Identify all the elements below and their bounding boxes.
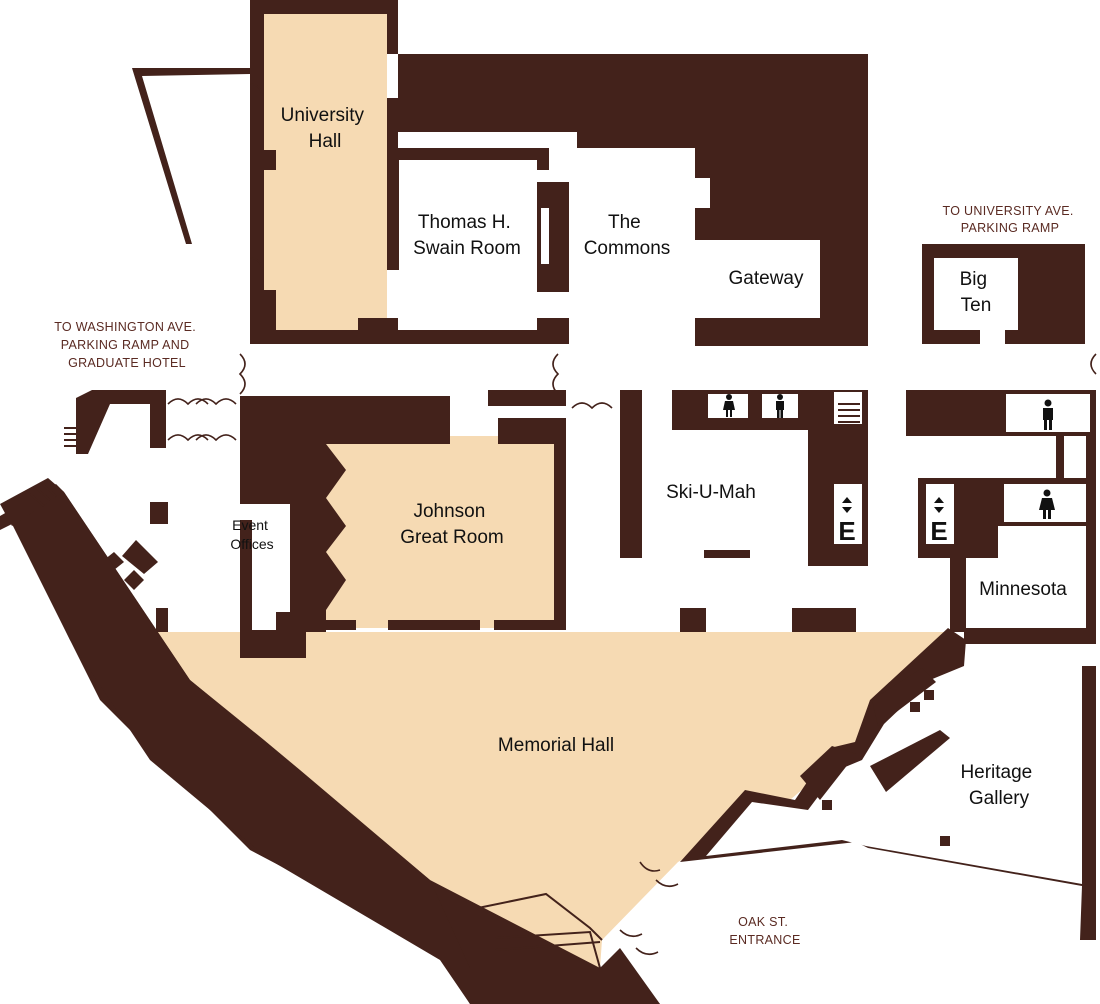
elevator-label: E — [930, 516, 947, 546]
big-ten-walls — [922, 244, 1085, 344]
johnson-great-room-label: Johnson Great Room — [400, 501, 503, 548]
west-pathway-lines — [132, 68, 250, 244]
doors — [167, 83, 1097, 956]
mens-restroom-icon-east — [1043, 399, 1053, 430]
washington-ave-direction-label: TO WASHINGTON AVE. PARKING RAMP AND GRAD… — [54, 320, 200, 370]
elevator-label: E — [838, 516, 855, 546]
memorial-hall-room[interactable] — [152, 632, 948, 968]
ski-u-mah-label: Ski-U-Mah — [666, 482, 756, 503]
ski-u-mah-walls — [620, 390, 868, 632]
gateway-label: Gateway — [729, 268, 804, 289]
stairs-icon-southwest — [29, 483, 57, 507]
event-offices-label: Event Offices — [230, 517, 273, 552]
oak-st-entrance-label: OAK ST. ENTRANCE — [729, 915, 800, 947]
womens-restroom-icon-east — [1039, 489, 1055, 519]
heritage-walls — [680, 628, 1096, 940]
elevator-icon: E — [838, 497, 856, 546]
mens-restroom-icon — [776, 394, 784, 418]
elevator-icon-east: E — [930, 497, 948, 546]
minnesota-label: Minnesota — [979, 579, 1067, 600]
stairs-icon-west — [64, 427, 84, 447]
stage-lines — [477, 892, 603, 969]
east-walls — [906, 390, 1096, 644]
commons-label: The Commons — [584, 212, 671, 259]
university-ave-direction-label: TO UNIVERSITY AVE. PARKING RAMP — [943, 204, 1078, 235]
womens-restroom-icon — [723, 394, 735, 417]
west-walls — [76, 390, 566, 658]
heritage-gallery-label: Heritage Gallery — [960, 762, 1037, 809]
memorial-hall-label: Memorial Hall — [498, 735, 614, 756]
big-ten-label: Big Ten — [960, 269, 993, 316]
swain-room-label: Thomas H. Swain Room — [413, 212, 521, 259]
stairs-icon — [838, 398, 860, 423]
university-hall-label: University Hall — [281, 105, 370, 152]
johnson-great-room[interactable] — [326, 436, 556, 628]
university-hall-room[interactable] — [264, 14, 387, 330]
